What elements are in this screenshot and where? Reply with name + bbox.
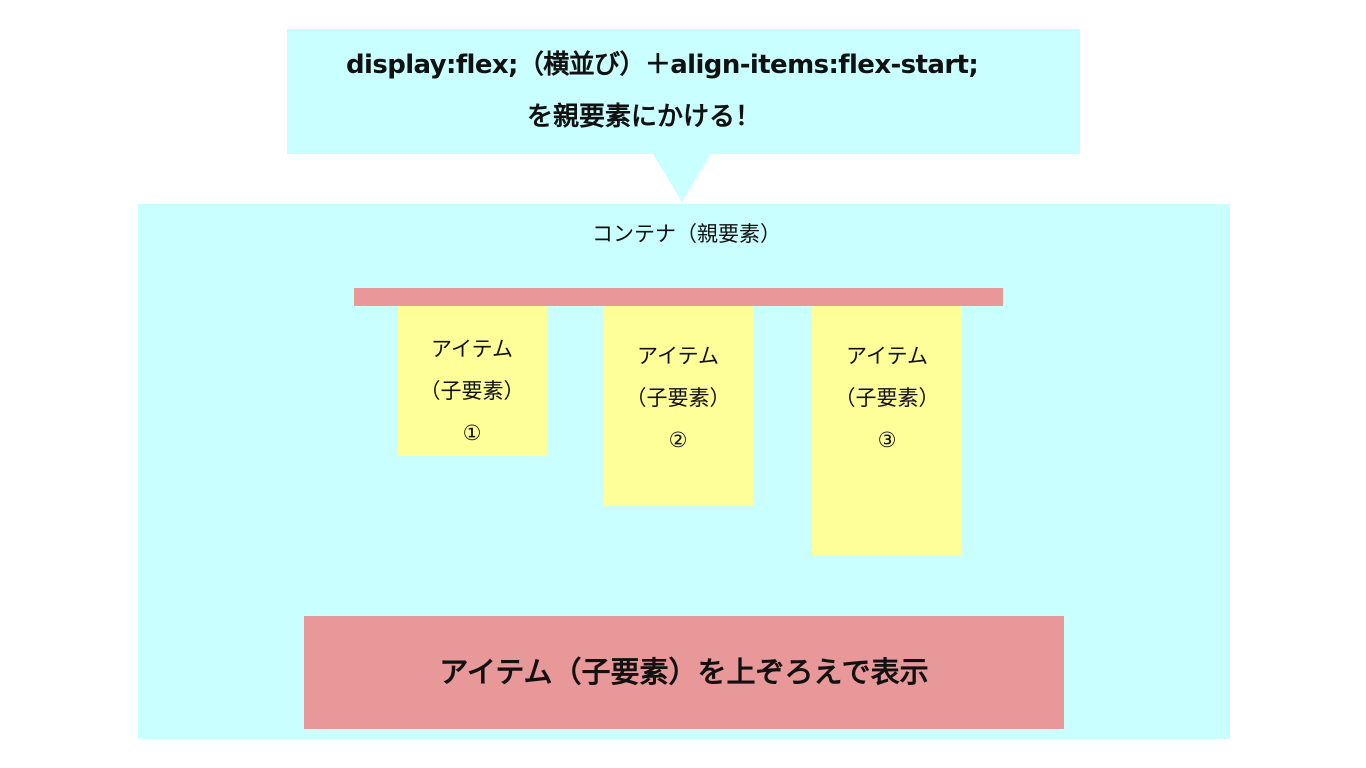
speech-bubble-tail <box>653 154 711 202</box>
flex-item-1: アイテム （子要素） ① <box>397 306 547 456</box>
flex-start-alignment-bar <box>354 288 1003 306</box>
flex-item-3: アイテム （子要素） ③ <box>812 306 962 556</box>
bubble-instruction-text: を親要素にかける！ <box>527 102 762 132</box>
item-label: アイテム <box>846 344 928 368</box>
item-label: アイテム <box>637 344 719 368</box>
item-sublabel: （子要素） <box>625 386 731 410</box>
item-number: ② <box>668 428 688 452</box>
flex-item-2: アイテム （子要素） ② <box>603 306 753 506</box>
bubble-code-text: display:flex;（横並び）＋align-items:flex-star… <box>346 50 979 80</box>
speech-bubble <box>287 29 1080 154</box>
container-label: コンテナ（親要素） <box>592 222 781 246</box>
item-number: ① <box>462 421 482 445</box>
item-number: ③ <box>877 428 897 452</box>
item-sublabel: （子要素） <box>834 386 940 410</box>
item-sublabel: （子要素） <box>419 379 525 403</box>
caption-text: アイテム（子要素）を上ぞろえで表示 <box>439 655 929 689</box>
item-label: アイテム <box>431 337 513 361</box>
caption-box <box>304 616 1064 729</box>
